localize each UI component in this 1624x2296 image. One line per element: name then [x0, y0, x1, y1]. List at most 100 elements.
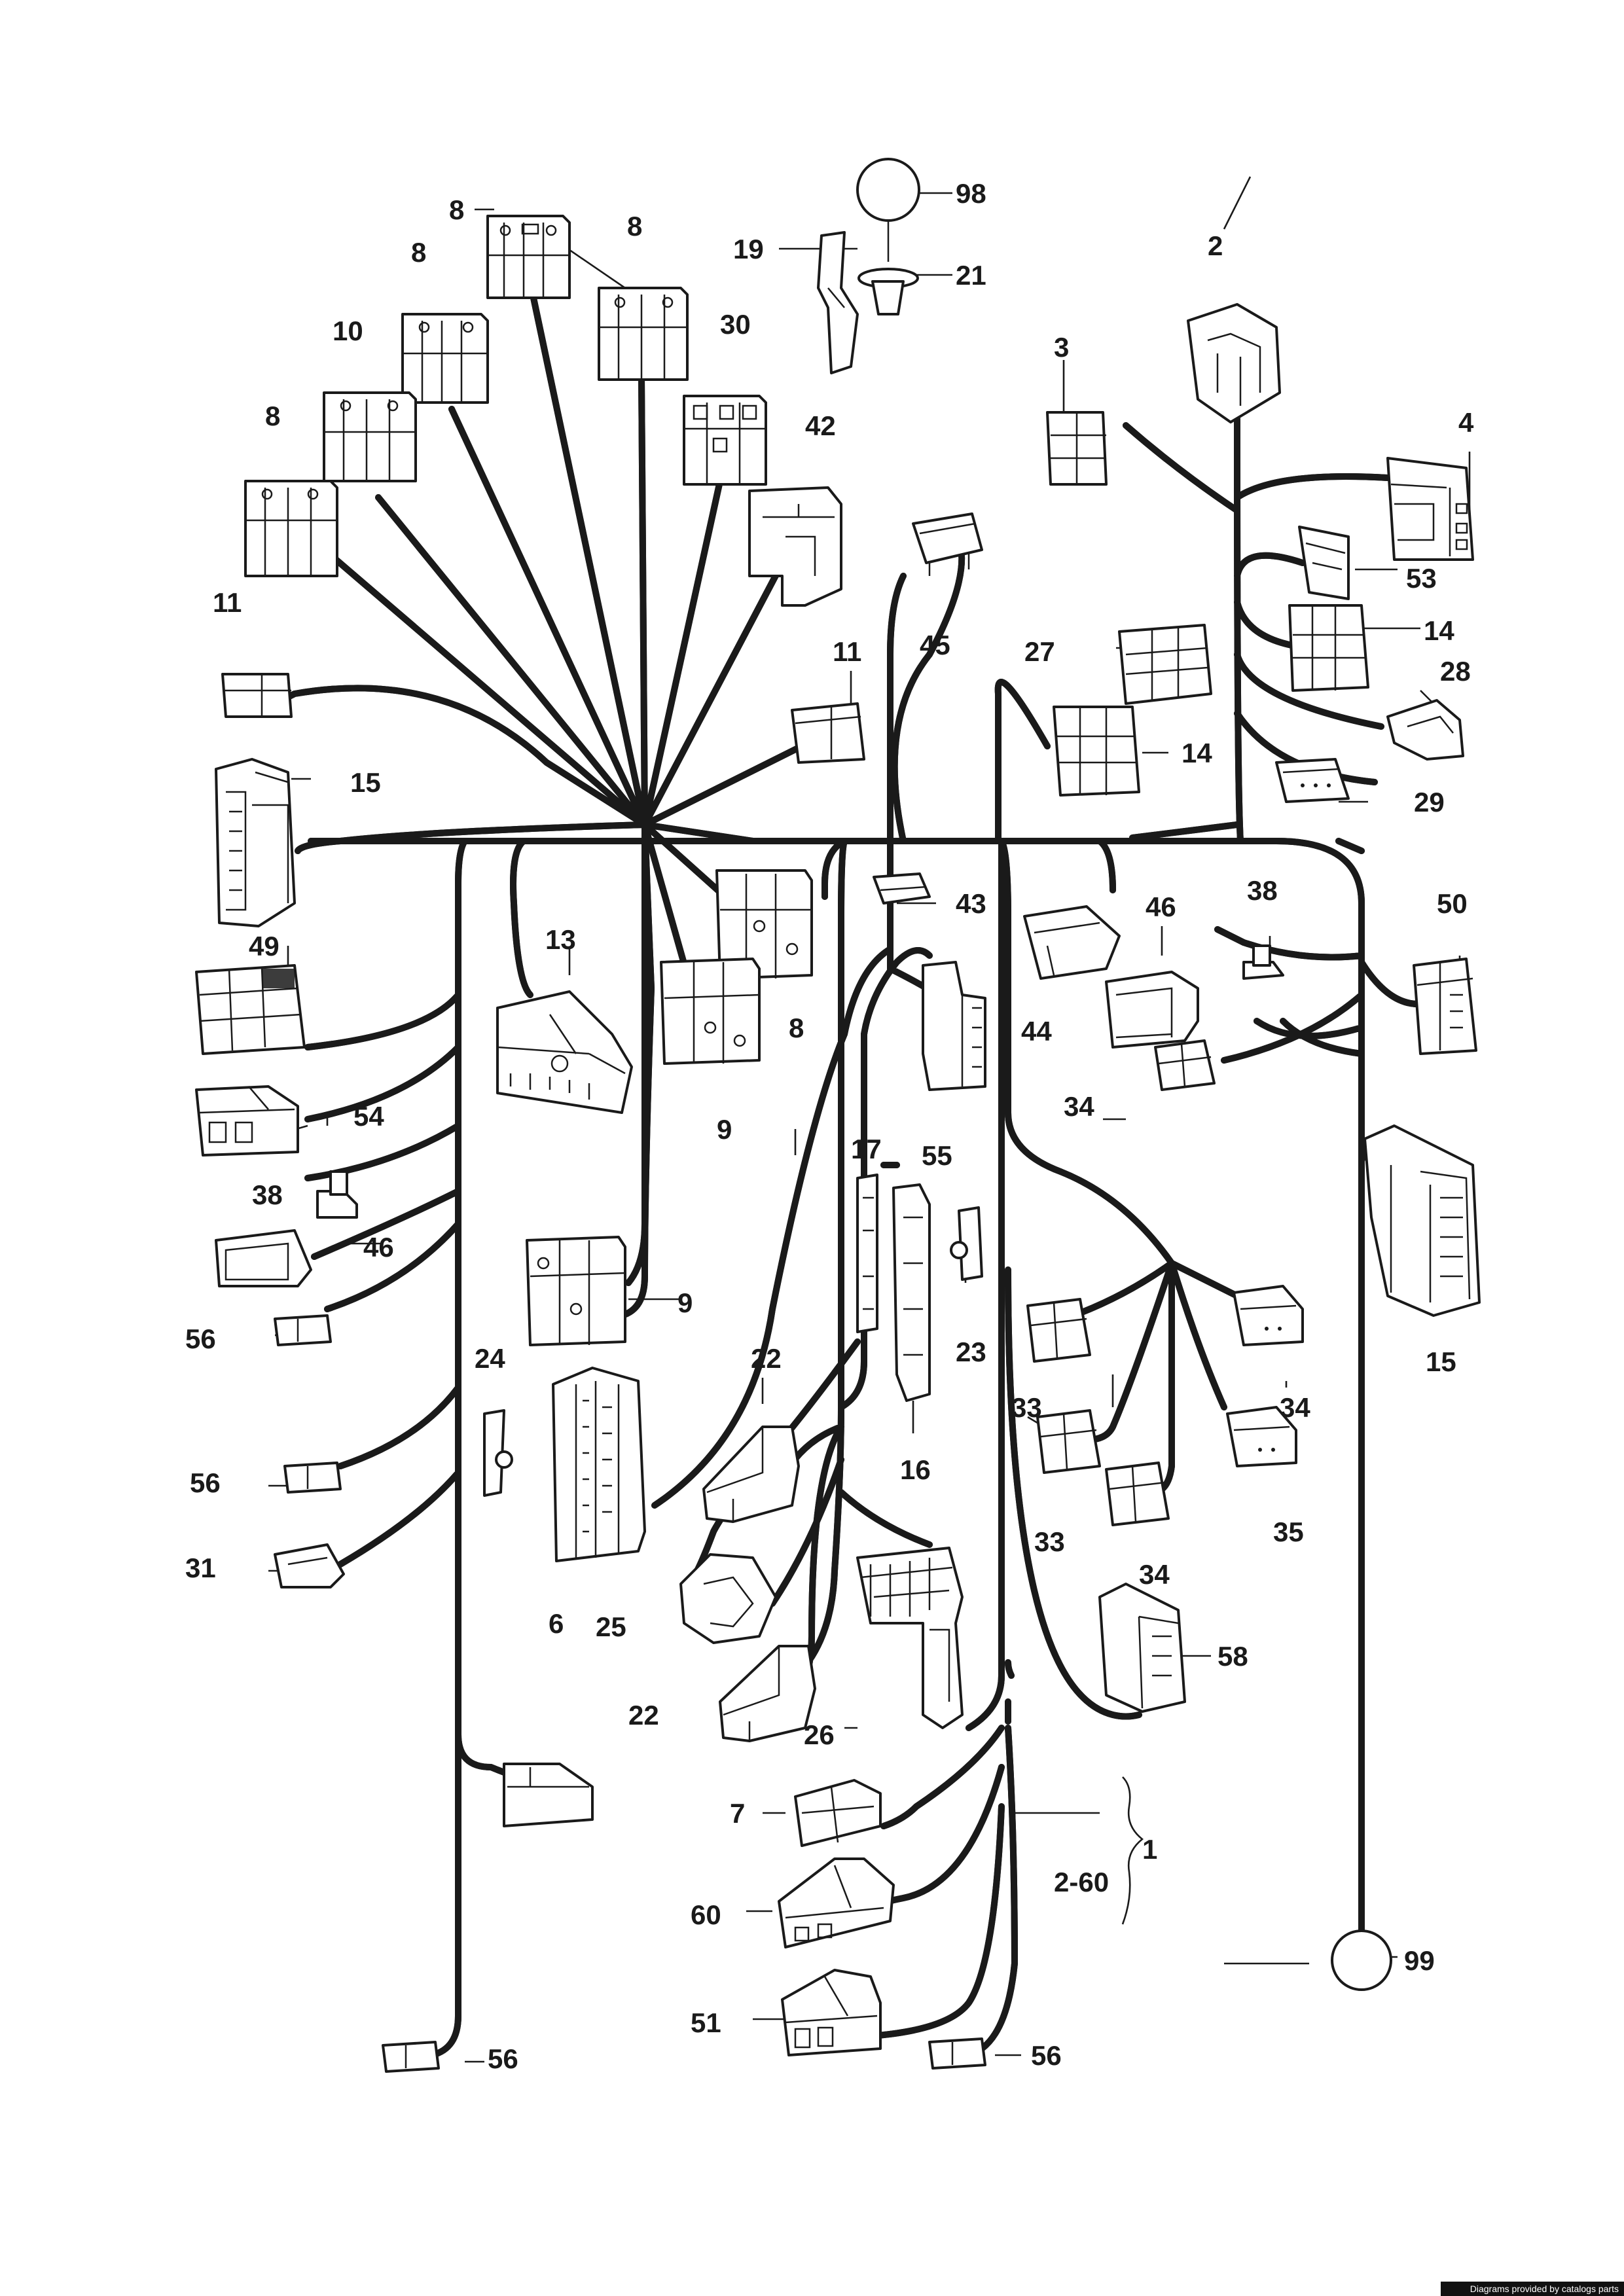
- part-35-connector[interactable]: [1226, 1406, 1297, 1467]
- part-11-connector-left[interactable]: [221, 673, 293, 718]
- part-27-connector[interactable]: [1118, 624, 1212, 705]
- callout-27: 27: [1024, 636, 1055, 667]
- callout-49: 49: [249, 931, 280, 961]
- part-17-bracket[interactable]: [856, 1174, 878, 1333]
- part-50-connector[interactable]: [1413, 958, 1477, 1055]
- part-11-connector-right[interactable]: [791, 702, 865, 764]
- part-22-connector-lower[interactable]: [719, 1645, 816, 1742]
- callout-60: 60: [691, 1899, 721, 1930]
- part-56-connector-c[interactable]: [382, 2041, 440, 2073]
- callout-9-b: 9: [677, 1287, 693, 1318]
- callout-43: 43: [956, 888, 986, 919]
- callout-38-b: 38: [252, 1179, 283, 1210]
- part-34-connector-upper[interactable]: [1154, 1039, 1216, 1091]
- part-8-connector-top-b[interactable]: [598, 287, 689, 381]
- callout-34-b: 34: [1280, 1392, 1310, 1423]
- callout-56-b: 56: [190, 1467, 221, 1498]
- part-34-connector-lower[interactable]: [1105, 1462, 1170, 1526]
- callout-51: 51: [691, 2007, 721, 2038]
- part-53-connector[interactable]: [1298, 526, 1350, 600]
- callout-58: 58: [1218, 1641, 1248, 1672]
- callout-24: 24: [475, 1343, 505, 1374]
- part-31-connector[interactable]: [274, 1543, 345, 1588]
- part-15-connector-right[interactable]: [1363, 1124, 1481, 1317]
- part-43-connector[interactable]: [873, 872, 931, 905]
- callout-34-c: 34: [1139, 1559, 1170, 1590]
- callout-4: 4: [1458, 407, 1474, 438]
- part-21-grommet[interactable]: [857, 268, 919, 315]
- callout-98: 98: [956, 178, 986, 209]
- callout-7: 7: [730, 1798, 745, 1829]
- callout-23: 23: [956, 1336, 986, 1367]
- callout-22-a: 22: [751, 1343, 782, 1374]
- part-99-grommet-ball[interactable]: [1331, 1929, 1392, 1991]
- part-49-connector[interactable]: [195, 964, 306, 1055]
- part-54-connector[interactable]: [195, 1085, 299, 1157]
- part-46-connector-right[interactable]: [1105, 971, 1199, 1049]
- callout-8-d: 8: [265, 401, 280, 431]
- part-34-connector-right-upper[interactable]: [1233, 1285, 1304, 1346]
- part-98-grommet-ball[interactable]: [856, 158, 920, 262]
- part-10-connector[interactable]: [323, 391, 417, 482]
- part-9-connector-lower[interactable]: [526, 1236, 626, 1346]
- part-23-clip[interactable]: [950, 1206, 983, 1281]
- callout-55: 55: [922, 1140, 952, 1171]
- credit-banner: Diagrams provided by catalogs parts: [1441, 2282, 1624, 2296]
- callout-46-b: 46: [363, 1232, 394, 1263]
- part-33-connector-lower[interactable]: [1036, 1409, 1101, 1474]
- part-56-connector-b[interactable]: [283, 1462, 342, 1494]
- part-14-connector-mid[interactable]: [1053, 706, 1140, 797]
- part-46-connector-left[interactable]: [215, 1229, 312, 1287]
- callout-8-b: 8: [627, 211, 642, 242]
- part-8-connector-mid[interactable]: [401, 313, 489, 404]
- part-29-connector[interactable]: [1275, 758, 1350, 803]
- part-56-connector-a[interactable]: [274, 1314, 332, 1346]
- part-9-connector-upper[interactable]: [660, 958, 761, 1065]
- part-45-connector[interactable]: [912, 512, 983, 576]
- part-7-connector[interactable]: [794, 1779, 882, 1847]
- part-60-connector[interactable]: [778, 1857, 895, 1948]
- callout-21: 21: [956, 260, 986, 291]
- part-ribbon-connector-bottom-left[interactable]: [503, 1763, 594, 1827]
- part-51-connector[interactable]: [781, 1969, 882, 2056]
- part-44-connector[interactable]: [1023, 905, 1121, 980]
- part-38-stud-left[interactable]: [316, 1170, 358, 1219]
- part-24-clip[interactable]: [483, 1409, 513, 1497]
- callout-35: 35: [1273, 1516, 1304, 1547]
- callout-33-b: 33: [1034, 1526, 1065, 1557]
- callout-30: 30: [720, 309, 751, 340]
- part-56-connector-d[interactable]: [928, 2037, 986, 2070]
- part-8-connector-left[interactable]: [244, 480, 338, 577]
- part-6-connector[interactable]: [552, 1367, 646, 1562]
- part-33-connector-upper[interactable]: [1026, 1298, 1091, 1363]
- part-16-bracket[interactable]: [892, 1183, 931, 1402]
- part-58-connector[interactable]: [1098, 1583, 1186, 1713]
- callout-46-a: 46: [1146, 891, 1176, 922]
- part-19-clip[interactable]: [817, 231, 859, 374]
- callout-leaders: [241, 176, 1471, 2063]
- part-30-relay-socket[interactable]: [683, 395, 767, 486]
- part-55-connector[interactable]: [922, 961, 986, 1091]
- part-8-connector-top-a[interactable]: [486, 215, 571, 299]
- part-25-connector[interactable]: [679, 1553, 777, 1644]
- part-42-housing[interactable]: [748, 486, 842, 607]
- part-28-connector[interactable]: [1386, 699, 1464, 761]
- part-14-connector-right[interactable]: [1288, 604, 1369, 692]
- part-26-relay-plate[interactable]: [856, 1547, 964, 1729]
- callout-13: 13: [545, 924, 576, 955]
- part-22-connector-upper[interactable]: [702, 1426, 800, 1523]
- part-4-connector[interactable]: [1386, 457, 1474, 561]
- callout-56-d: 56: [1031, 2040, 1062, 2071]
- part-38-stud-right[interactable]: [1242, 944, 1284, 980]
- part-2-relay-housing[interactable]: [1187, 303, 1281, 423]
- callout-14-a: 14: [1424, 615, 1454, 646]
- part-13-connector[interactable]: [496, 990, 633, 1114]
- part-3-connector[interactable]: [1046, 411, 1108, 486]
- callout-15-b: 15: [1426, 1346, 1456, 1377]
- part-15-connector-left[interactable]: [215, 758, 296, 927]
- callout-99: 99: [1404, 1945, 1435, 1976]
- credit-text: Diagrams provided by catalogs parts: [1470, 2284, 1619, 2294]
- callout-42: 42: [805, 410, 836, 441]
- callout-15-a: 15: [350, 767, 381, 798]
